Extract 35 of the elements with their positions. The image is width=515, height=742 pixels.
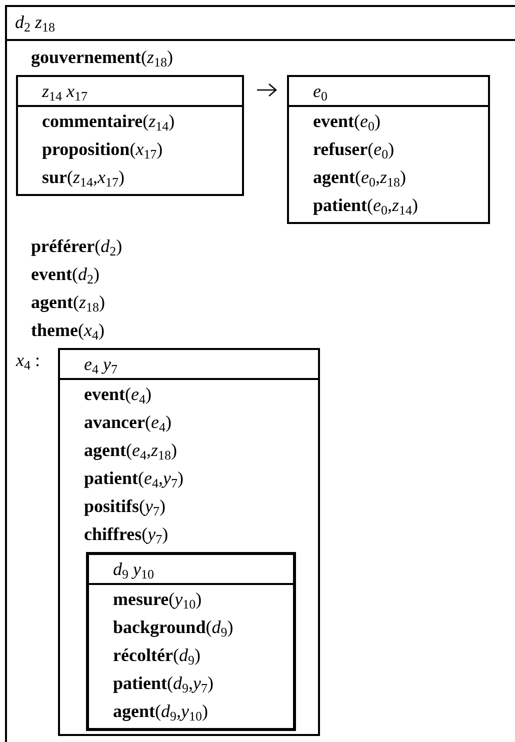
drs-box	[58, 348, 320, 736]
drs-condition: event(d$_{2}$)	[31, 263, 100, 288]
implication-arrow	[257, 83, 277, 97]
drs-box	[287, 75, 490, 224]
drs-condition: patient(e$_{4}$,y$_{7}$)	[84, 467, 184, 492]
box-label: x$_{4}$ :	[16, 349, 41, 373]
drs-condition: sur(z$_{14}$,x$_{17}$)	[42, 166, 126, 191]
drs-condition: patient(d$_{9}$,y$_{7}$)	[113, 672, 214, 697]
drs-condition: commentaire(z$_{14}$)	[42, 110, 176, 135]
drs-box	[16, 75, 244, 196]
drs-box	[86, 552, 296, 731]
drs-referents: d$_{9}$ y$_{10}$	[89, 555, 293, 585]
drs-condition: agent(d$_{9}$,y$_{10}$)	[113, 700, 209, 725]
drs-condition: theme(x$_{4}$)	[31, 319, 106, 344]
drs-condition: gouvernement(z$_{18}$)	[31, 46, 174, 71]
drs-condition: positifs(y$_{7}$)	[84, 495, 166, 520]
drs-condition: background(d$_{9}$)	[113, 616, 234, 641]
drs-condition: proposition(x$_{17}$)	[42, 138, 164, 163]
drs-referents: e$_{4}$ y$_{7}$	[60, 350, 318, 380]
drs-condition: agent(e$_{0}$,z$_{18}$)	[313, 166, 407, 191]
drs-condition: refuser(e$_{0}$)	[313, 138, 396, 163]
drs-referents: z$_{14}$ x$_{17}$	[18, 77, 242, 107]
drs-condition: agent(e$_{4}$,z$_{18}$)	[84, 439, 178, 464]
drs-condition: mesure(y$_{10}$)	[113, 588, 203, 613]
drs-condition: event(e$_{4}$)	[84, 383, 152, 408]
drs-referents: d$_{2}$ z$_{18}$	[7, 7, 515, 41]
drs-box	[5, 5, 515, 742]
drs-condition: préférer(d$_{2}$)	[31, 235, 124, 260]
drs-condition: avancer(e$_{4}$)	[84, 411, 172, 436]
drs-referents: e$_{0}$	[289, 77, 488, 107]
drs-condition: chiffres(y$_{7}$)	[84, 523, 170, 548]
drs-condition: agent(z$_{18}$)	[31, 291, 106, 316]
drs-condition: event(e$_{0}$)	[313, 110, 382, 135]
drs-condition: patient(e$_{0}$,z$_{14}$)	[313, 194, 419, 219]
drs-condition: récoltér(d$_{9}$)	[113, 644, 202, 669]
